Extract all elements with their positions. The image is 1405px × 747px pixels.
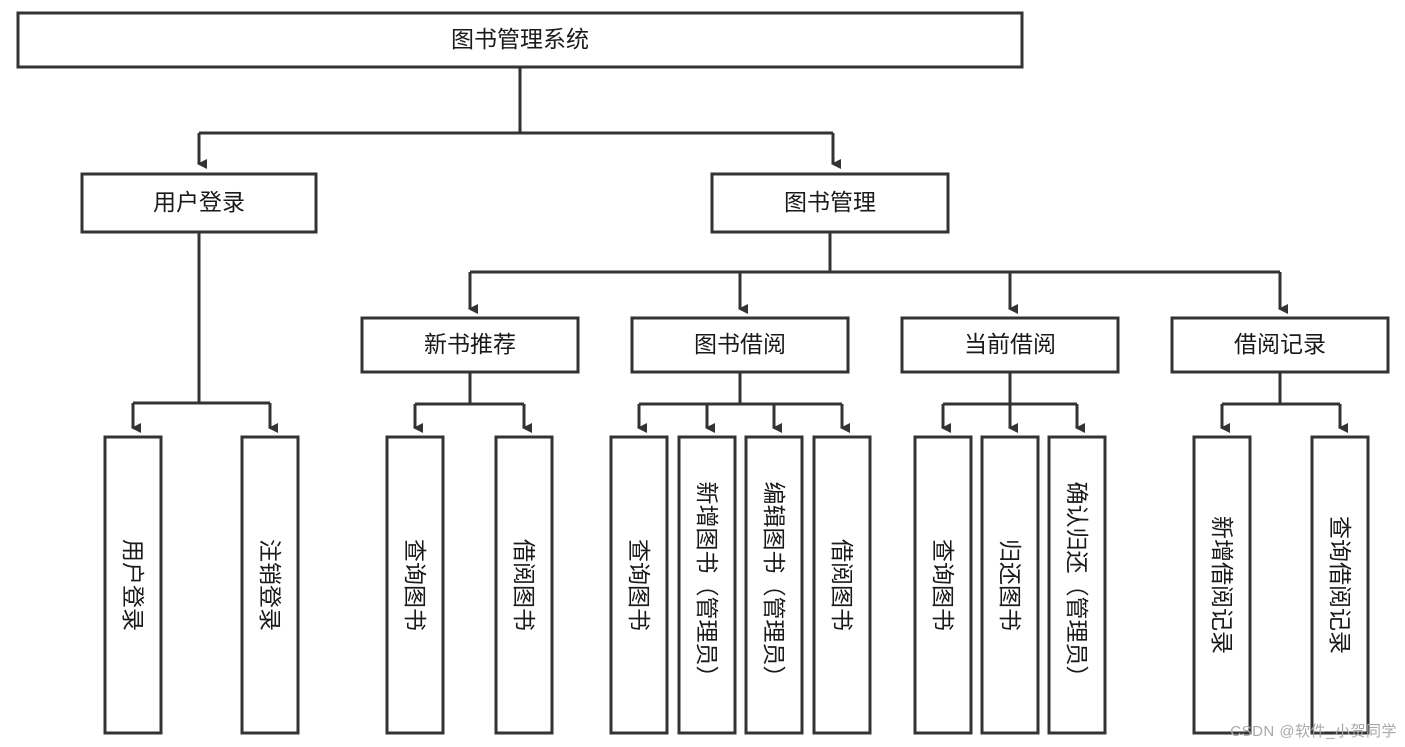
leaf-label: 新增图书（管理员） bbox=[694, 482, 720, 689]
leaf-box[interactable] bbox=[494, 435, 554, 735]
node-root-book-management-system[interactable]: 图书管理系统 bbox=[16, 11, 1024, 69]
leaf-node[interactable]: 借阅图书 bbox=[812, 435, 872, 735]
leaf-node[interactable]: 查询借阅记录 bbox=[1310, 435, 1370, 735]
watermark-text: CSDN @软件_小贺同学 bbox=[1230, 723, 1397, 740]
leaf-box[interactable] bbox=[240, 435, 300, 735]
edge-group-book-borrow bbox=[637, 372, 850, 433]
node-user-login-box[interactable] bbox=[80, 172, 318, 234]
edge-group-new-book bbox=[413, 372, 532, 433]
leaf-node[interactable]: 查询图书 bbox=[609, 435, 669, 735]
node-user-login[interactable]: 用户登录 bbox=[80, 172, 318, 234]
leaf-node[interactable]: 归还图书 bbox=[980, 435, 1040, 735]
node-borrow-record-label: 借阅记录 bbox=[1234, 331, 1326, 357]
edge-group-borrow-record bbox=[1220, 372, 1348, 433]
leaf-label: 借阅图书 bbox=[829, 539, 855, 631]
node-current-borrow[interactable]: 当前借阅 bbox=[900, 316, 1120, 374]
leaf-box[interactable] bbox=[812, 435, 872, 735]
leaf-box[interactable] bbox=[980, 435, 1040, 735]
leaf-node[interactable]: 用户登录 bbox=[103, 435, 163, 735]
node-current-borrow-label: 当前借阅 bbox=[964, 331, 1056, 357]
node-book-borrow[interactable]: 图书借阅 bbox=[630, 316, 850, 374]
edge-group-book-manage bbox=[468, 232, 1288, 314]
leaf-box[interactable] bbox=[385, 435, 445, 735]
node-root-label: 图书管理系统 bbox=[451, 26, 589, 52]
leaf-label: 编辑图书（管理员） bbox=[761, 482, 787, 689]
leaf-box[interactable] bbox=[913, 435, 973, 735]
leaf-label: 注销登录 bbox=[257, 539, 283, 631]
leaf-node[interactable]: 新增借阅记录 bbox=[1192, 435, 1252, 735]
leaf-box[interactable] bbox=[1310, 435, 1370, 735]
leaf-node[interactable]: 查询图书 bbox=[385, 435, 445, 735]
leaf-label: 查询借阅记录 bbox=[1327, 516, 1353, 654]
leaf-node[interactable]: 借阅图书 bbox=[494, 435, 554, 735]
leaf-node[interactable]: 注销登录 bbox=[240, 435, 300, 735]
node-new-book-recommend-label: 新书推荐 bbox=[424, 331, 516, 357]
leaf-node[interactable]: 编辑图书（管理员） bbox=[744, 435, 804, 735]
leaf-node[interactable]: 查询图书 bbox=[913, 435, 973, 735]
node-new-book-recommend[interactable]: 新书推荐 bbox=[360, 316, 580, 374]
leaf-box[interactable] bbox=[609, 435, 669, 735]
node-borrow-record-box[interactable] bbox=[1170, 316, 1390, 374]
leaf-box[interactable] bbox=[1047, 435, 1107, 735]
leaf-label: 借阅图书 bbox=[511, 539, 537, 631]
leaf-box[interactable] bbox=[103, 435, 163, 735]
node-book-management-label: 图书管理 bbox=[784, 189, 876, 215]
leaf-box[interactable] bbox=[677, 435, 737, 735]
node-current-borrow-box[interactable] bbox=[900, 316, 1120, 374]
node-borrow-record[interactable]: 借阅记录 bbox=[1170, 316, 1390, 374]
edge-group-user-login bbox=[131, 232, 278, 433]
leaf-node[interactable]: 确认归还（管理员） bbox=[1047, 435, 1107, 735]
leaf-box[interactable] bbox=[1192, 435, 1252, 735]
leaf-box[interactable] bbox=[744, 435, 804, 735]
node-root-box[interactable] bbox=[16, 11, 1024, 69]
leaf-label: 新增借阅记录 bbox=[1209, 516, 1235, 654]
node-book-borrow-label: 图书借阅 bbox=[694, 331, 786, 357]
node-book-borrow-box[interactable] bbox=[630, 316, 850, 374]
leaf-node[interactable]: 新增图书（管理员） bbox=[677, 435, 737, 735]
edge-group-root bbox=[197, 67, 841, 169]
node-book-management-box[interactable] bbox=[710, 172, 950, 234]
node-new-book-recommend-box[interactable] bbox=[360, 316, 580, 374]
leaf-label: 查询图书 bbox=[930, 539, 956, 631]
leaf-label: 确认归还（管理员） bbox=[1064, 482, 1090, 689]
node-book-management[interactable]: 图书管理 bbox=[710, 172, 950, 234]
leaf-label: 查询图书 bbox=[402, 539, 428, 631]
leaf-label: 归还图书 bbox=[997, 539, 1023, 631]
leaf-label: 查询图书 bbox=[626, 539, 652, 631]
node-user-login-label: 用户登录 bbox=[153, 189, 245, 215]
edge-group-current-borrow bbox=[941, 372, 1085, 433]
leaf-label: 用户登录 bbox=[120, 539, 146, 631]
